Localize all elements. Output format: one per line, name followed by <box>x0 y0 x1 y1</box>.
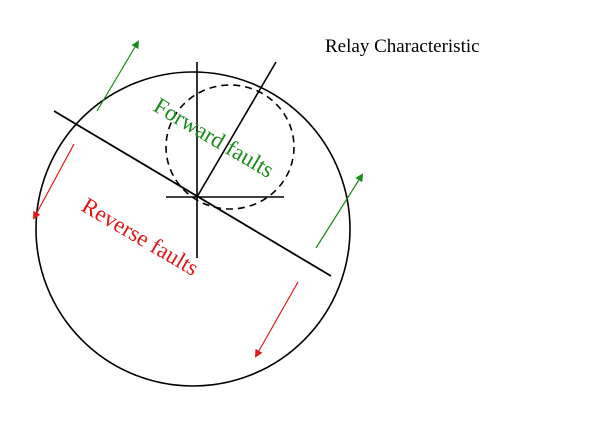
forward-arrow-lower <box>315 173 364 249</box>
characteristic-angle-line <box>196 61 277 198</box>
reverse-faults-label: Reverse faults <box>77 193 203 281</box>
diagram-title: Relay Characteristic <box>325 36 480 57</box>
forward-characteristic-dashed-circle <box>165 84 295 210</box>
reverse-arrow-lower <box>255 281 299 358</box>
directional-boundary-line <box>53 110 332 277</box>
reverse-arrow-upper <box>33 143 75 220</box>
relay-characteristic-circle <box>35 71 351 387</box>
forward-arrow-upper <box>96 40 140 112</box>
